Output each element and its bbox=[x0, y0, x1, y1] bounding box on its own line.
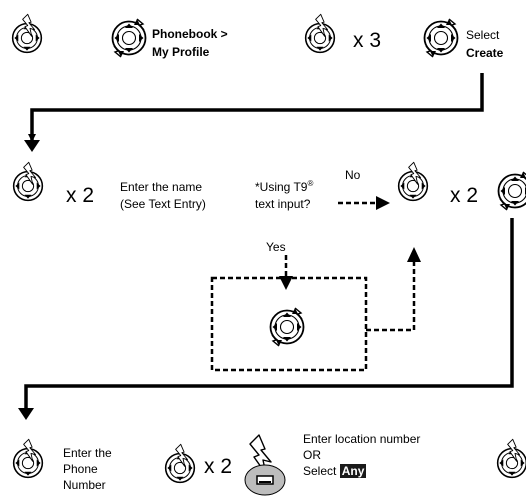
scroll-nav-icon-partial bbox=[497, 171, 526, 211]
return-path-arrowhead bbox=[407, 247, 421, 262]
repeat-count: x 2 bbox=[204, 455, 233, 478]
press-nav-icon bbox=[164, 443, 196, 484]
enter-name-text: Enter the name (See Text Entry) bbox=[120, 180, 206, 211]
scroll-nav-icon bbox=[111, 18, 147, 58]
press-nav-icon bbox=[397, 161, 429, 202]
scroll-nav-icon bbox=[269, 307, 305, 347]
any-softkey-label: Any bbox=[339, 464, 367, 478]
location-text: Enter location number OR Select Any bbox=[303, 432, 421, 478]
press-nav-icon bbox=[11, 13, 43, 54]
press-nav-icon bbox=[12, 438, 44, 479]
yes-path-arrowhead bbox=[279, 276, 293, 290]
return-path-line bbox=[366, 260, 416, 332]
repeat-count: x 2 bbox=[450, 184, 479, 207]
no-path-arrowhead bbox=[376, 196, 390, 210]
select-create-text: Select Create bbox=[466, 28, 504, 60]
menu-path-text: Phonebook > My Profile bbox=[152, 27, 228, 59]
t9-question-text: *Using T9® text input? bbox=[255, 179, 314, 212]
flow-line-right bbox=[24, 218, 514, 410]
press-nav-icon-partial bbox=[496, 438, 526, 479]
scroll-nav-icon bbox=[423, 18, 459, 58]
yes-label: Yes bbox=[266, 240, 286, 254]
no-label: No bbox=[345, 168, 361, 182]
optional-step-box bbox=[210, 276, 368, 372]
enter-phone-text: Enter the Phone Number bbox=[63, 446, 112, 492]
flow-arrowhead bbox=[24, 140, 40, 152]
press-nav-icon bbox=[12, 161, 44, 202]
repeat-count: x 3 bbox=[353, 29, 382, 52]
flow-arrowhead bbox=[18, 408, 34, 420]
softkey-press-icon bbox=[244, 434, 286, 496]
flow-line-right bbox=[28, 73, 484, 142]
press-nav-icon bbox=[304, 13, 336, 54]
repeat-count: x 2 bbox=[66, 184, 95, 207]
